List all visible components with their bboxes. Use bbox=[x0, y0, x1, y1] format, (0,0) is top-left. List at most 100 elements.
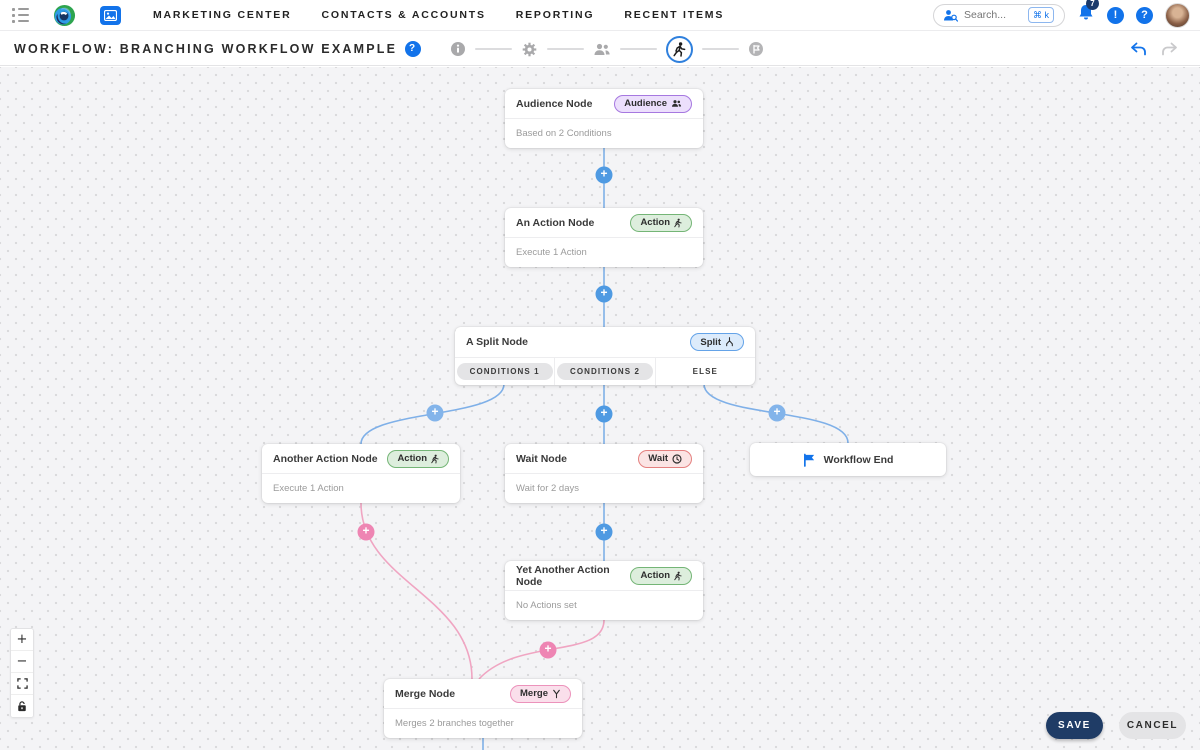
node-merge[interactable]: Merge Node Merge Merges 2 branches toget… bbox=[384, 679, 582, 738]
media-library-icon[interactable] bbox=[100, 5, 121, 25]
title-help-icon[interactable]: ? bbox=[405, 40, 422, 57]
search-input[interactable] bbox=[964, 9, 1022, 21]
add-step-button[interactable]: + bbox=[426, 404, 444, 422]
fit-view-button[interactable] bbox=[11, 673, 33, 695]
node-title: Wait Node bbox=[516, 452, 567, 465]
node-action-1[interactable]: An Action Node Action Execute 1 Action bbox=[505, 208, 703, 267]
badge-label: Wait bbox=[648, 453, 668, 464]
node-title: Audience Node bbox=[516, 97, 593, 110]
node-workflow-end[interactable]: Workflow End bbox=[750, 443, 946, 476]
add-step-button[interactable]: + bbox=[539, 641, 557, 659]
step-connector bbox=[702, 48, 739, 50]
workflow-title-wrap: WORKFLOW: BRANCHING WORKFLOW EXAMPLE ? bbox=[14, 40, 422, 57]
cancel-button[interactable]: CANCEL bbox=[1119, 712, 1186, 739]
node-description: Execute 1 Action bbox=[516, 247, 587, 258]
step-settings-icon[interactable] bbox=[521, 41, 538, 58]
search-shortcut-badge: ⌘ k bbox=[1028, 7, 1055, 23]
merge-badge[interactable]: Merge bbox=[510, 684, 571, 703]
node-description: Wait for 2 days bbox=[516, 483, 580, 494]
node-description: Based on 2 Conditions bbox=[516, 128, 612, 139]
add-step-button[interactable]: + bbox=[595, 523, 613, 541]
node-wait[interactable]: Wait Node Wait Wait for 2 days bbox=[505, 444, 703, 503]
add-step-button[interactable]: + bbox=[595, 405, 613, 423]
help-icon[interactable]: ? bbox=[1136, 6, 1153, 24]
node-title: Yet Another Action Node bbox=[516, 563, 610, 588]
step-info-icon[interactable] bbox=[450, 41, 466, 57]
search-box[interactable]: ⌘ k bbox=[933, 3, 1065, 27]
split-branch-else[interactable]: ELSE bbox=[656, 358, 755, 385]
nav-item-marketing-center[interactable]: MARKETING CENTER bbox=[153, 9, 292, 21]
nav-item-reporting[interactable]: REPORTING bbox=[515, 9, 595, 21]
workflow-canvas[interactable]: + + + + + + + + Audience Node Audience B… bbox=[0, 67, 1200, 750]
clock-icon bbox=[672, 453, 682, 464]
split-badge[interactable]: Split bbox=[690, 333, 744, 351]
badge-label: Split bbox=[700, 336, 721, 348]
node-action-2[interactable]: Another Action Node Action Execute 1 Act… bbox=[262, 444, 460, 503]
redo-icon[interactable] bbox=[1161, 42, 1178, 56]
undo-icon[interactable] bbox=[1130, 42, 1147, 56]
merge-icon bbox=[553, 689, 560, 698]
runner-icon bbox=[674, 571, 682, 580]
condition-pill: CONDITIONS 2 bbox=[556, 363, 654, 380]
nav-item-contacts-accounts[interactable]: CONTACTS & ACCOUNTS bbox=[321, 9, 486, 21]
undo-redo-group bbox=[1130, 42, 1186, 56]
split-branch-conditions-1[interactable]: CONDITIONS 1 bbox=[455, 358, 556, 385]
wait-badge[interactable]: Wait bbox=[638, 449, 692, 468]
search-person-icon bbox=[944, 9, 958, 22]
zoom-in-button[interactable]: + bbox=[11, 629, 33, 651]
split-branches: CONDITIONS 1 CONDITIONS 2 ELSE bbox=[455, 357, 755, 385]
lock-button[interactable] bbox=[11, 695, 33, 717]
step-run-active[interactable] bbox=[666, 35, 693, 63]
action-badge[interactable]: Action bbox=[630, 213, 692, 232]
workflow-stepper bbox=[450, 32, 764, 66]
action-badge[interactable]: Action bbox=[630, 566, 692, 585]
nav-links: MARKETING CENTER CONTACTS & ACCOUNTS REP… bbox=[153, 9, 724, 21]
fit-view-icon bbox=[16, 678, 28, 689]
split-icon bbox=[726, 337, 733, 347]
node-title: Another Action Node bbox=[273, 452, 378, 465]
step-audience-icon[interactable] bbox=[593, 42, 611, 57]
zoom-out-button[interactable]: − bbox=[11, 651, 33, 673]
runner-icon bbox=[431, 454, 439, 463]
action-badge[interactable]: Action bbox=[387, 449, 449, 468]
add-step-button[interactable]: + bbox=[357, 523, 375, 541]
node-audience[interactable]: Audience Node Audience Based on 2 Condit… bbox=[505, 89, 703, 148]
save-button[interactable]: SAVE bbox=[1046, 712, 1103, 739]
node-split[interactable]: A Split Node Split CONDITIONS 1 CONDITIO… bbox=[455, 327, 755, 385]
node-action-3[interactable]: Yet Another Action Node Action No Action… bbox=[505, 561, 703, 620]
step-finish-icon[interactable] bbox=[748, 41, 764, 57]
add-step-button[interactable]: + bbox=[595, 285, 613, 303]
node-title: An Action Node bbox=[516, 216, 595, 229]
app-logo[interactable] bbox=[53, 4, 76, 27]
runner-icon bbox=[674, 218, 682, 227]
notifications-button[interactable]: 7 bbox=[1077, 0, 1099, 27]
add-step-button[interactable]: + bbox=[595, 166, 613, 184]
nav-left bbox=[10, 4, 121, 27]
badge-label: Action bbox=[640, 570, 670, 581]
top-nav: MARKETING CENTER CONTACTS & ACCOUNTS REP… bbox=[0, 0, 1200, 31]
split-branch-conditions-2[interactable]: CONDITIONS 2 bbox=[555, 358, 656, 385]
edge-action2-merge bbox=[360, 502, 473, 680]
notification-count-badge: 7 bbox=[1086, 0, 1099, 10]
workflow-title-bar: WORKFLOW: BRANCHING WORKFLOW EXAMPLE ? bbox=[0, 32, 1200, 66]
add-step-button[interactable]: + bbox=[768, 404, 786, 422]
node-description: Merges 2 branches together bbox=[395, 718, 514, 729]
page-title: WORKFLOW: BRANCHING WORKFLOW EXAMPLE bbox=[14, 41, 398, 56]
step-connector bbox=[475, 48, 512, 50]
node-description: Execute 1 Action bbox=[273, 483, 344, 494]
lock-icon bbox=[18, 700, 26, 711]
menu-list-icon[interactable] bbox=[10, 6, 31, 25]
people-icon bbox=[672, 100, 682, 107]
audience-badge[interactable]: Audience bbox=[614, 94, 692, 113]
nav-item-recent-items[interactable]: RECENT ITEMS bbox=[624, 9, 725, 21]
node-title: A Split Node bbox=[466, 336, 529, 348]
node-title: Merge Node bbox=[395, 687, 456, 700]
condition-pill: CONDITIONS 1 bbox=[456, 363, 553, 380]
flag-icon bbox=[803, 453, 814, 467]
user-avatar[interactable] bbox=[1165, 2, 1190, 28]
nav-right: ⌘ k 7 ! ? bbox=[933, 0, 1190, 28]
end-node-label: Workflow End bbox=[823, 453, 894, 466]
whats-new-icon[interactable]: ! bbox=[1107, 6, 1124, 24]
step-connector bbox=[547, 48, 584, 50]
step-connector bbox=[620, 48, 657, 50]
